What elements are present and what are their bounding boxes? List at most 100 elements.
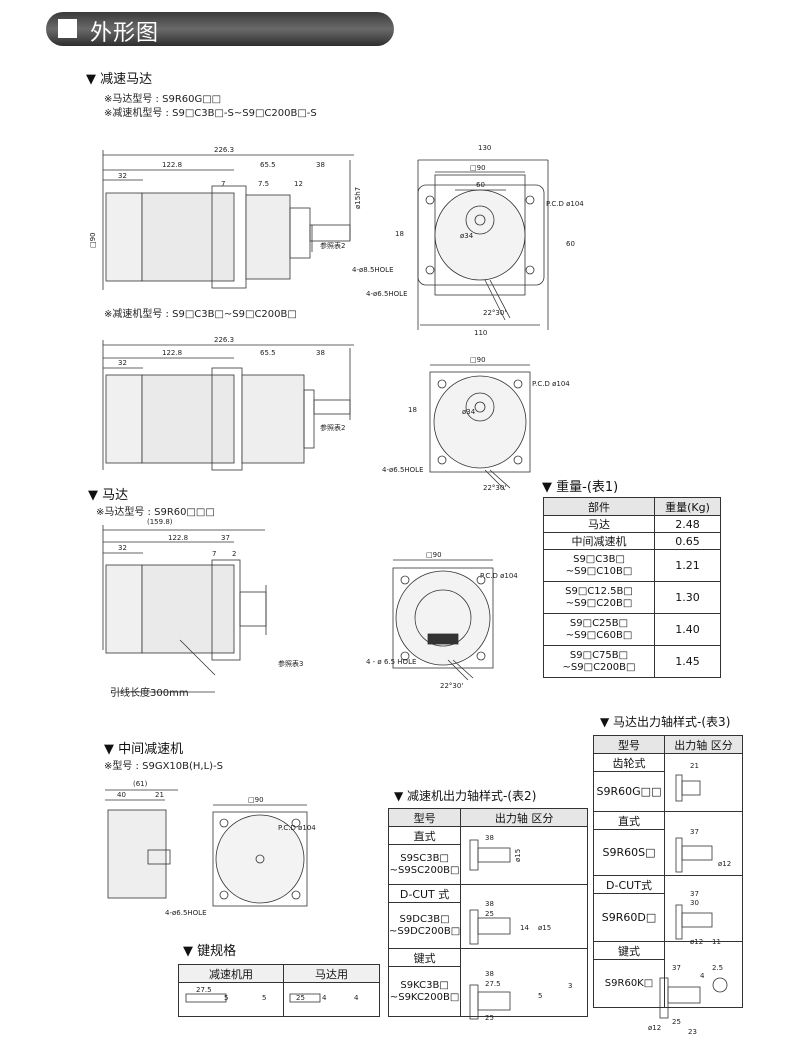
section-heading-reducer-motor: ▼ 减速马达 bbox=[86, 72, 153, 87]
dim-ref2: 参照表2 bbox=[320, 241, 345, 250]
svg-text:4: 4 bbox=[700, 972, 705, 980]
title-square-icon bbox=[58, 19, 77, 38]
dim-122-8: 122.8 bbox=[162, 161, 182, 169]
svg-text:38: 38 bbox=[485, 970, 494, 978]
weight-row-value: 0.65 bbox=[654, 532, 721, 550]
note-reducer-model-s: ※减速机型号 : S9□C3B□-S~S9□C200B□-S bbox=[104, 108, 317, 119]
t3-model: S9R60D□ bbox=[593, 893, 665, 942]
t2-shaft-drawing bbox=[460, 884, 588, 949]
dim-shaft15: ø15h7 bbox=[354, 187, 362, 209]
svg-text:32: 32 bbox=[118, 544, 127, 552]
svg-text:122.8: 122.8 bbox=[168, 534, 188, 542]
svg-text:ø15: ø15 bbox=[538, 924, 551, 932]
svg-text:5: 5 bbox=[224, 994, 228, 1002]
output-shaft-table-2: 型号出力轴 区分 直式 S9SC3B□ ~S9SC200B□ D-CUT 式 S… bbox=[387, 808, 588, 1017]
t3-shaft-drawing bbox=[664, 941, 743, 1008]
weight-row-part: S9□C12.5B□ ~S9□C20B□ bbox=[543, 581, 655, 614]
svg-text:P.C.D ø104: P.C.D ø104 bbox=[532, 380, 570, 388]
t2-shaft-drawing bbox=[460, 826, 588, 885]
svg-text:37: 37 bbox=[690, 890, 699, 898]
svg-text:37: 37 bbox=[672, 964, 681, 972]
output-shaft-table-3: 型号出力轴 区分 齿轮式 S9R60G□□ 直式 S9R60S□ D-CUT式 … bbox=[593, 735, 743, 1008]
svg-text:参照表3: 参照表3 bbox=[278, 659, 303, 668]
t3-model: S9R60K□ bbox=[593, 959, 665, 1008]
svg-text:7: 7 bbox=[212, 550, 216, 558]
svg-text:122.8: 122.8 bbox=[162, 349, 182, 357]
svg-text:14: 14 bbox=[520, 924, 529, 932]
svg-text:226.3: 226.3 bbox=[214, 336, 234, 344]
dim-60: 60 bbox=[476, 181, 485, 189]
dim-hole65: 4-ø6.5HOLE bbox=[366, 290, 408, 298]
svg-text:2: 2 bbox=[232, 550, 236, 558]
section-heading-intermediate: ▼ 中间减速机 bbox=[104, 742, 184, 757]
t2-d2: ø15 bbox=[514, 849, 522, 862]
t2-type: D-CUT 式 bbox=[387, 884, 462, 903]
svg-text:(159.8): (159.8) bbox=[147, 518, 173, 526]
t3-model: S9R60G□□ bbox=[593, 771, 665, 812]
svg-text:4-ø6.5HOLE: 4-ø6.5HOLE bbox=[382, 466, 424, 474]
svg-text:ø34: ø34 bbox=[462, 408, 476, 416]
note-reducer-model: ※减速机型号 : S9□C3B□~S9□C200B□ bbox=[104, 309, 297, 320]
svg-text:18: 18 bbox=[408, 406, 417, 414]
t3-header-shaft: 出力轴 区分 bbox=[664, 735, 743, 754]
weight-row-part: S9□C25B□ ~S9□C60B□ bbox=[543, 613, 655, 646]
weight-row-part: S9□C3B□ ~S9□C10B□ bbox=[543, 549, 655, 582]
dim-130: 130 bbox=[478, 144, 491, 152]
svg-text:22°30': 22°30' bbox=[483, 484, 506, 492]
svg-text:5: 5 bbox=[538, 992, 542, 1000]
svg-text:4: 4 bbox=[354, 994, 359, 1002]
svg-text:37: 37 bbox=[221, 534, 230, 542]
weight-row-value: 2.48 bbox=[654, 515, 721, 533]
note-intermediate-model: ※型号 : S9GX10B(H,L)-S bbox=[104, 761, 224, 772]
key-drawing-motor bbox=[283, 982, 380, 1017]
dim-12: 12 bbox=[294, 180, 303, 188]
svg-text:25: 25 bbox=[296, 994, 305, 1002]
t2-model: S9DC3B□ ~S9DC200B□ bbox=[387, 902, 462, 949]
svg-text:25: 25 bbox=[672, 1018, 681, 1026]
section-heading-key: ▼ 键规格 bbox=[183, 944, 237, 959]
weight-header-part: 部件 bbox=[543, 497, 655, 516]
dim-60-side: 60 bbox=[566, 240, 575, 248]
t3-type: D-CUT式 bbox=[593, 875, 665, 894]
svg-text:□90: □90 bbox=[248, 796, 264, 804]
svg-text:P.C.D ø104: P.C.D ø104 bbox=[278, 824, 316, 832]
t2-model: S9SC3B□ ~S9SC200B□ bbox=[387, 844, 462, 885]
dim-7-5: 7.5 bbox=[258, 180, 269, 188]
dim-38: 38 bbox=[316, 161, 325, 169]
key-header-reducer: 减速机用 bbox=[178, 964, 284, 983]
dim-34: ø34 bbox=[460, 232, 474, 240]
note-motor-model: ※马达型号 : S9R60G□□ bbox=[104, 94, 222, 105]
page-title: 外形图 bbox=[90, 21, 160, 46]
dim-32: 32 bbox=[118, 172, 127, 180]
svg-text:25: 25 bbox=[485, 910, 494, 918]
dim-sq90-front: □90 bbox=[470, 164, 486, 172]
dim-angle: 22°30' bbox=[483, 309, 506, 317]
t3-shaft-drawing bbox=[664, 753, 743, 812]
weight-table-caption: ▼ 重量-(表1) bbox=[542, 480, 619, 495]
t2-header-shaft: 出力轴 区分 bbox=[460, 808, 588, 827]
t3-model: S9R60S□ bbox=[593, 829, 665, 876]
t2-model: S9KC3B□ ~S9KC200B□ bbox=[387, 966, 462, 1017]
svg-text:27.5: 27.5 bbox=[196, 986, 212, 994]
svg-text:23: 23 bbox=[688, 1028, 697, 1036]
svg-text:40: 40 bbox=[117, 791, 126, 799]
note-motor-model-2: ※马达型号 : S9R60□□□ bbox=[96, 507, 215, 518]
t2-d1: 38 bbox=[485, 834, 494, 842]
weight-row-value: 1.40 bbox=[654, 613, 721, 646]
dim-sq90: □90 bbox=[89, 232, 97, 248]
svg-text:22°30': 22°30' bbox=[440, 682, 463, 690]
svg-text:3: 3 bbox=[568, 982, 572, 990]
dim-226-3: 226.3 bbox=[214, 146, 234, 154]
svg-text:21: 21 bbox=[155, 791, 164, 799]
dim-65-5: 65.5 bbox=[260, 161, 276, 169]
weight-row-value: 1.21 bbox=[654, 549, 721, 582]
weight-row-part: S9□C75B□ ~S9□C200B□ bbox=[543, 645, 655, 678]
svg-text:25: 25 bbox=[485, 1014, 494, 1022]
svg-text:37: 37 bbox=[690, 828, 699, 836]
svg-text:□90: □90 bbox=[426, 551, 442, 559]
weight-row-value: 1.45 bbox=[654, 645, 721, 678]
svg-text:30: 30 bbox=[690, 899, 699, 907]
